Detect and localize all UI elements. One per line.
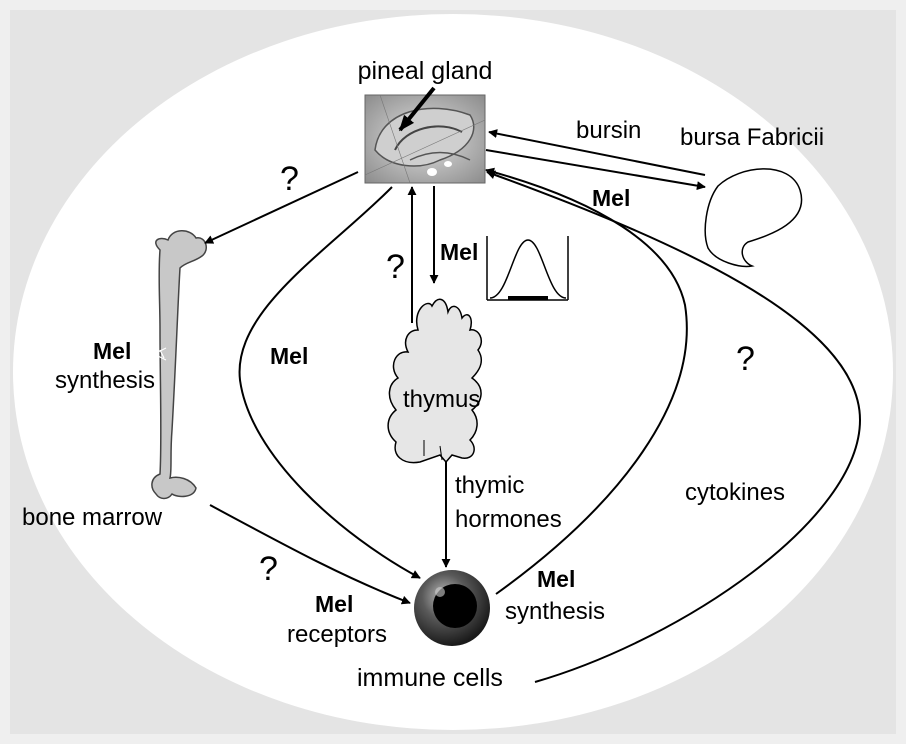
brain-image — [365, 95, 485, 183]
label-mel-bursa: Mel — [592, 185, 630, 211]
label-receptors: receptors — [287, 621, 387, 648]
label-thymus: thymus — [403, 386, 480, 413]
immune-cell-image — [414, 570, 490, 646]
label-mel-synthesis-cells: Mel — [537, 566, 575, 592]
label-hormones: hormones — [455, 506, 562, 533]
label-question-bottom: ? — [259, 550, 278, 588]
label-question-bone: ? — [280, 160, 299, 198]
label-mel-receptors: Mel — [315, 591, 353, 617]
label-mel-bone: Mel — [93, 338, 131, 364]
label-thymic: thymic — [455, 472, 524, 499]
label-immune-cells: immune cells — [357, 664, 503, 692]
label-mel-left-curve: Mel — [270, 343, 308, 369]
label-bursin: bursin — [576, 117, 641, 144]
label-mel-thymus: Mel — [440, 239, 478, 265]
label-question-right: ? — [736, 340, 755, 378]
label-bone-marrow: bone marrow — [22, 504, 163, 531]
label-cytokines: cytokines — [685, 479, 785, 506]
label-pineal-gland: pineal gland — [358, 57, 493, 85]
label-synthesis-cells: synthesis — [505, 598, 605, 625]
label-synthesis-bone: synthesis — [55, 367, 155, 394]
label-question-thymus: ? — [386, 248, 405, 286]
label-bursa-fabricii: bursa Fabricii — [680, 124, 824, 151]
